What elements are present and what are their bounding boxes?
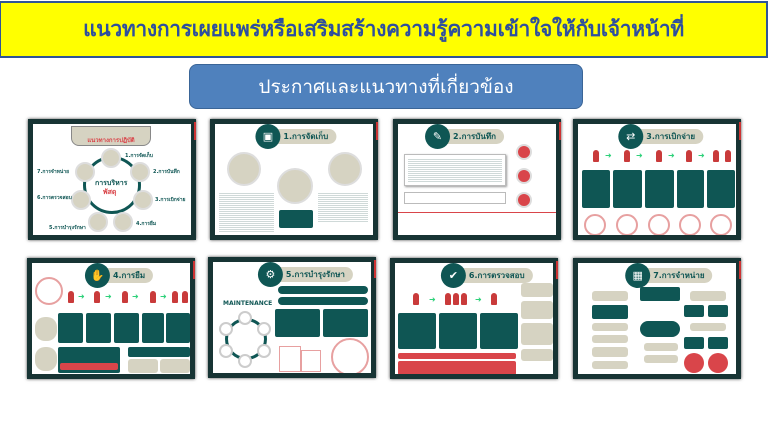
overview-title: แนวทางการปฏิบัติ bbox=[87, 137, 135, 144]
slide-title: 6.การตรวจสอบ bbox=[468, 271, 525, 280]
step-label: 6.การตรวจสอบ bbox=[37, 195, 72, 201]
slide-title: 4.การยืม bbox=[112, 271, 146, 280]
warehouse-icon: ▣ bbox=[255, 124, 281, 149]
header-title: แนวทางการเผยแพร่หรือเสริมสร้างความรู้ควา… bbox=[83, 17, 684, 41]
document-icon: ✎ bbox=[425, 124, 451, 149]
gear-icon: ⚙ bbox=[257, 262, 283, 287]
title-pill: ▣1.การจัดเก็บ bbox=[255, 124, 337, 149]
overview-center-label-2: พัสดุ bbox=[103, 188, 117, 196]
step-label: 5.การบำรุงรักษา bbox=[49, 225, 86, 231]
title-pill: ✔6.การตรวจสอบ bbox=[440, 263, 533, 288]
title-pill: ▦7.การจำหน่าย bbox=[625, 263, 713, 288]
subtitle-box: ประกาศและแนวทางที่เกี่ยวข้อง bbox=[189, 64, 583, 109]
title-pill: ⇄3.การเบิกจ่าย bbox=[618, 124, 704, 149]
checklist-icon: ✔ bbox=[440, 263, 466, 288]
step-label: 4.การยืม bbox=[136, 221, 157, 227]
title-pill: ⚙5.การบำรุงรักษา bbox=[257, 262, 353, 287]
title-pill: ✎2.การบันทึก bbox=[425, 124, 504, 149]
maintenance-label: MAINTENANCE bbox=[223, 300, 273, 307]
slide-thumbnail-storage[interactable]: ▣1.การจัดเก็บ bbox=[210, 119, 378, 240]
header-banner: แนวทางการเผยแพร่หรือเสริมสร้างความรู้ควา… bbox=[0, 1, 768, 58]
step-label: 1.การจัดเก็บ bbox=[125, 153, 153, 159]
slide-title: 2.การบันทึก bbox=[453, 132, 496, 141]
hand-give-icon: ✋ bbox=[84, 263, 110, 288]
slide-title: 3.การเบิกจ่าย bbox=[646, 132, 696, 141]
handover-icon: ⇄ bbox=[618, 124, 644, 149]
slide-thumbnail-inspection[interactable]: ✔6.การตรวจสอบ ➜ ➜ bbox=[390, 258, 558, 379]
slide-thumbnail-disbursement[interactable]: ⇄3.การเบิกจ่าย ➜ ➜ ➜ ➜ bbox=[573, 119, 741, 240]
subtitle-text: ประกาศและแนวทางที่เกี่ยวข้อง bbox=[258, 75, 514, 98]
title-pill: ✋4.การยืม bbox=[84, 263, 154, 288]
slide-title: 7.การจำหน่าย bbox=[653, 271, 705, 280]
step-label: 7.การจำหน่าย bbox=[37, 169, 70, 175]
slide-thumbnail-maintenance[interactable]: ⚙5.การบำรุงรักษา MAINTENANCE bbox=[208, 257, 376, 378]
slide-thumbnail-record[interactable]: ✎2.การบันทึก bbox=[393, 119, 561, 240]
step-label: 2.การบันทึก bbox=[153, 169, 180, 175]
boxes-icon: ▦ bbox=[625, 263, 651, 288]
slide-title: 5.การบำรุงรักษา bbox=[285, 270, 345, 279]
slide-thumbnail-disposal[interactable]: ▦7.การจำหน่าย bbox=[573, 258, 741, 379]
slide-thumbnail-overview[interactable]: แนวทางการปฏิบัติ การบริหาร พัสดุ 1.การจั… bbox=[28, 119, 196, 240]
step-label: 3.การเบิกจ่าย bbox=[155, 197, 186, 203]
slide-thumbnail-borrow[interactable]: ✋4.การยืม ➜ ➜ ➜ ➜ bbox=[27, 258, 195, 379]
overview-center-label: การบริหาร bbox=[95, 179, 128, 187]
slide-title: 1.การจัดเก็บ bbox=[283, 132, 329, 141]
